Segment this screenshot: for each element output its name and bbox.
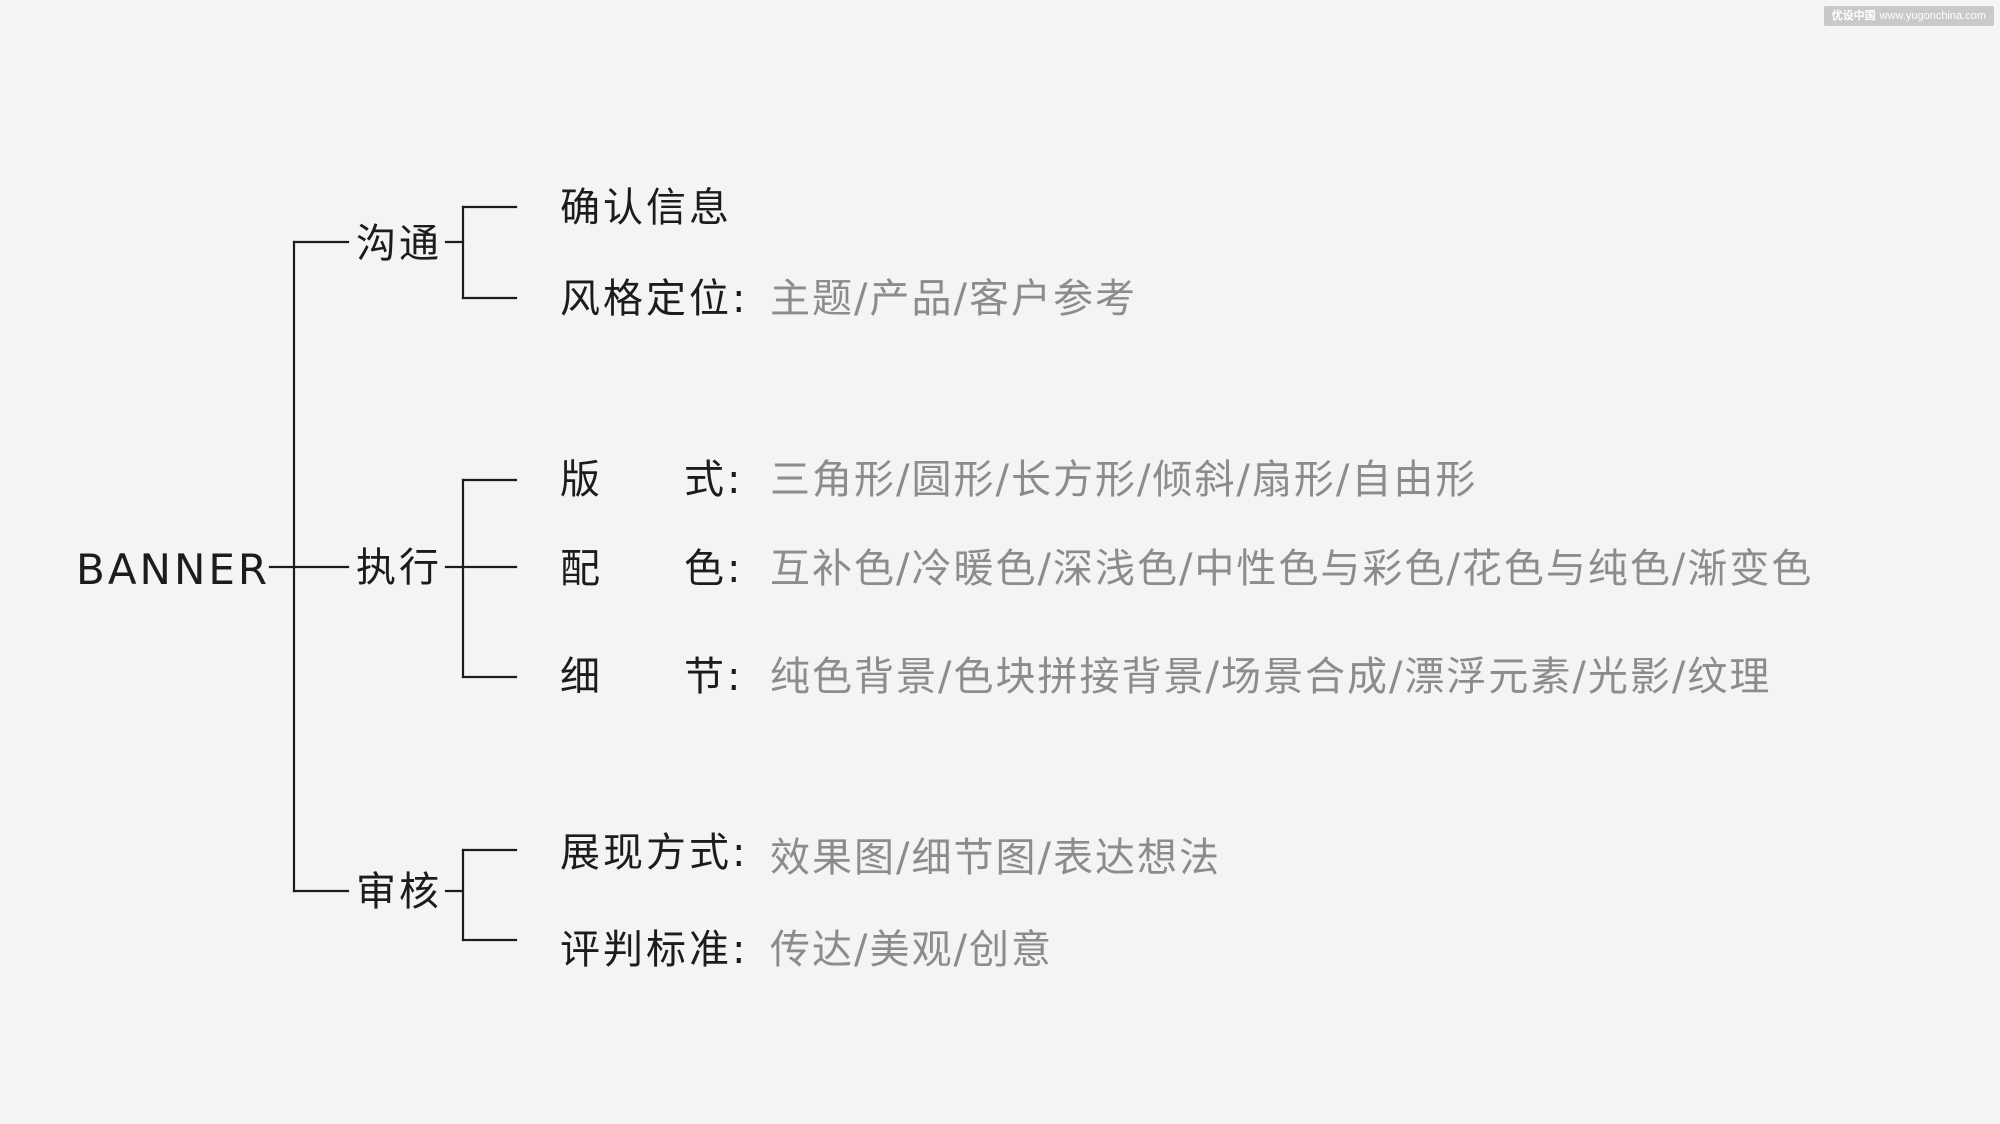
leaf-criteria-label: 评判标准:	[560, 927, 749, 973]
leaf-style-position-value: 主题/产品/客户参考	[770, 276, 1137, 322]
branch-label-execution: 执行	[356, 545, 442, 591]
leaf-style-position-label: 风格定位:	[560, 276, 749, 322]
branch-label-review: 审核	[356, 869, 442, 915]
leaf-presentation-value: 效果图/细节图/表达想法	[770, 835, 1221, 881]
leaf-criteria-value: 传达/美观/创意	[770, 927, 1053, 973]
watermark-brand: 优设中国	[1831, 10, 1876, 22]
leaf-confirm-info-label: 确认信息	[560, 185, 732, 231]
leaf-detail-value: 纯色背景/色块拼接背景/场景合成/漂浮元素/光影/纹理	[770, 654, 1772, 700]
leaf-layout-label-b: 式:	[684, 457, 744, 503]
leaf-layout-value: 三角形/圆形/长方形/倾斜/扇形/自由形	[770, 457, 1478, 503]
leaf-color-label-a: 配	[560, 546, 603, 592]
watermark-url: www.yugonchina.com	[1879, 10, 1986, 22]
leaf-detail-label-b: 节:	[684, 654, 744, 700]
leaf-layout-label-a: 版	[560, 457, 603, 503]
leaf-detail-label-a: 细	[560, 654, 603, 700]
leaf-color-label-b: 色:	[684, 546, 744, 592]
leaf-color-value: 互补色/冷暖色/深浅色/中性色与彩色/花色与纯色/渐变色	[770, 546, 1814, 592]
leaf-presentation-label: 展现方式:	[560, 830, 749, 876]
branch-label-communication: 沟通	[356, 221, 442, 267]
root-node-label: BANNER	[76, 545, 271, 594]
